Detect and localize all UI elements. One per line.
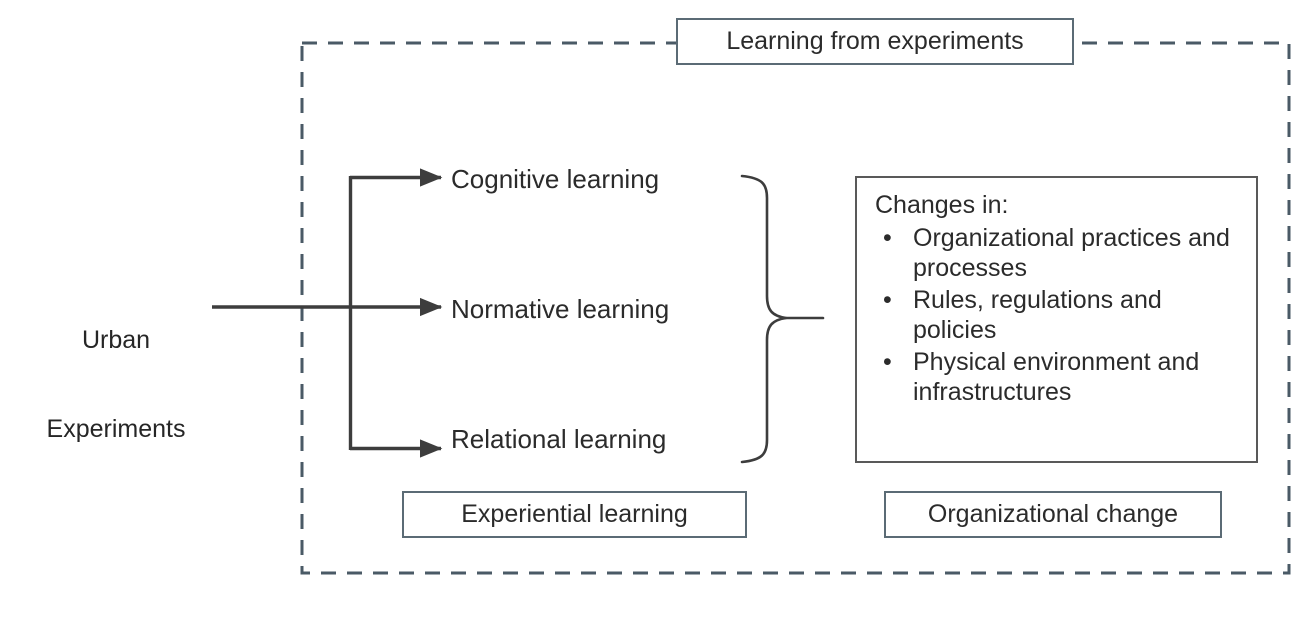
diagram-title-box: Learning from experiments: [676, 18, 1074, 65]
caption-box-experiential-learning: Experiential learning: [402, 491, 747, 538]
list-item: • Physical environment and infrastructur…: [875, 347, 1246, 408]
list-item: • Organizational practices and processes: [875, 223, 1246, 284]
source-line-1: Urban: [81, 326, 151, 354]
stage-label-cognitive-learning: Cognitive learning: [451, 164, 660, 194]
source-node-urban-experiments: Urban Experiments: [22, 267, 210, 503]
grouping-brace: [740, 174, 788, 464]
stage-label-normative-learning: Normative learning: [451, 294, 670, 324]
list-item-label: Physical environment and infrastructures: [913, 347, 1200, 407]
outcomes-box: Changes in: • Organizational practices a…: [855, 176, 1258, 463]
caption-box-organizational-change: Organizational change: [884, 491, 1222, 538]
source-line-2: Experiments: [46, 414, 186, 443]
list-item: • Rules, regulations and policies: [875, 285, 1246, 346]
bullet-icon: •: [883, 223, 892, 252]
bullet-icon: •: [883, 285, 892, 314]
outcomes-list: • Organizational practices and processes…: [875, 223, 1246, 408]
list-item-label: Rules, regulations and policies: [913, 285, 1162, 345]
stage-label-relational-learning: Relational learning: [451, 424, 667, 454]
bullet-icon: •: [883, 347, 892, 376]
list-item-label: Organizational practices and processes: [913, 223, 1230, 283]
outcomes-heading: Changes in:: [875, 191, 1009, 219]
